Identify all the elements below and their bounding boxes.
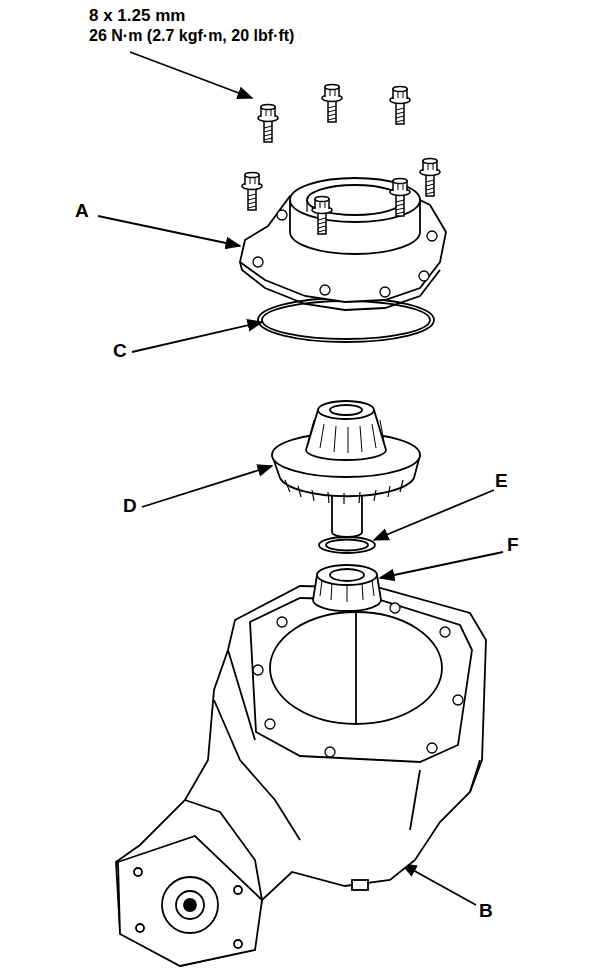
ring-gear	[272, 401, 420, 537]
bearing-holder-flange	[240, 178, 446, 310]
flange-bolts	[242, 85, 440, 235]
o-ring	[258, 298, 434, 342]
bolt-size: 8 x 1.25 mm	[88, 6, 186, 26]
callout-letter: E	[494, 470, 509, 492]
torque-spec: 26 N·m (2.7 kgf·m, 20 lbf·ft)	[88, 27, 295, 45]
callout-letter: C	[112, 340, 128, 362]
tapered-bearing	[313, 565, 381, 611]
callout-letter: A	[74, 200, 90, 222]
callout-letter: D	[122, 495, 138, 517]
callout-letter: F	[506, 534, 520, 556]
differential-housing	[116, 586, 486, 966]
callout-letter: B	[478, 900, 494, 922]
shim-ring	[319, 537, 375, 553]
